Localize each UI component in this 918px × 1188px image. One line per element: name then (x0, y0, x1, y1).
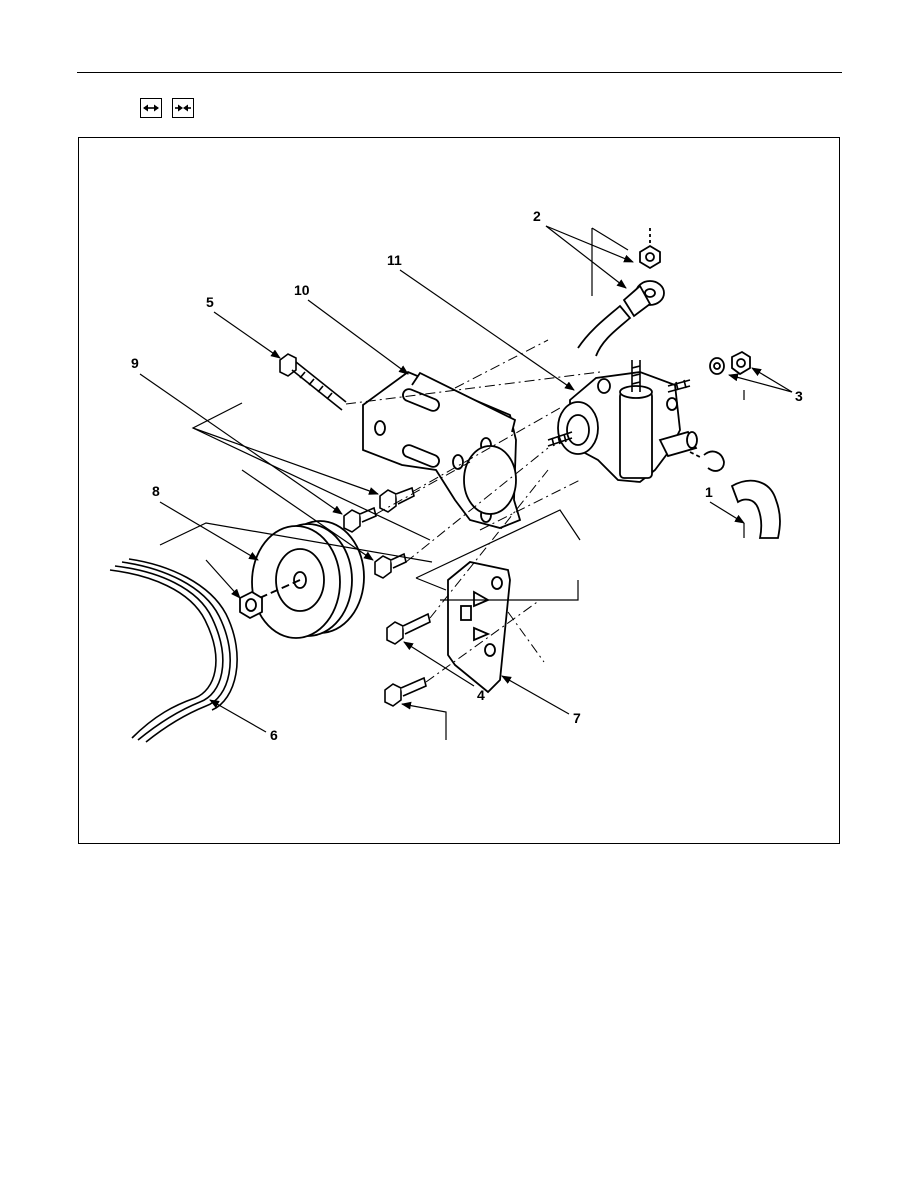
fitting-nut (639, 228, 661, 270)
pump-studs (547, 360, 691, 447)
plate-bolts (384, 612, 431, 707)
callout-9: 9 (131, 355, 379, 561)
callout-3: 3 (728, 367, 803, 404)
pump-support-plate (447, 561, 511, 694)
washer-and-nut (709, 350, 751, 376)
bracket-bolts (343, 486, 415, 579)
svg-text:10: 10 (294, 282, 310, 298)
pressure-hose (577, 280, 665, 357)
assemble-arrows-icon (172, 98, 194, 118)
long-bolt (279, 353, 347, 411)
svg-text:5: 5 (206, 294, 214, 310)
svg-text:4: 4 (477, 687, 485, 703)
callout-11: 11 (387, 252, 575, 391)
callout-8: 8 (152, 483, 259, 599)
svg-text:11: 11 (387, 252, 402, 268)
callout-10: 10 (294, 282, 409, 375)
svg-text:6: 6 (270, 727, 278, 743)
disassemble-arrows-icon (140, 98, 162, 118)
svg-text:1: 1 (705, 484, 713, 500)
callout-7: 7 (501, 675, 581, 726)
svg-text:3: 3 (795, 388, 803, 404)
callout-5: 5 (206, 294, 281, 359)
callout-4: 4 (401, 641, 485, 740)
svg-text:9: 9 (131, 355, 139, 371)
header-rule (77, 72, 842, 73)
power-steering-pump (557, 371, 698, 483)
svg-text:7: 7 (573, 710, 581, 726)
callout-6: 6 (209, 699, 278, 743)
callout-labels: 1 2 3 4 5 6 7 (131, 208, 803, 743)
svg-text:2: 2 (533, 208, 541, 224)
drive-belt (109, 558, 238, 743)
pulley (245, 520, 365, 639)
pulley-nut (239, 590, 263, 620)
callout-1: 1 (705, 484, 745, 538)
return-hose (689, 450, 781, 539)
diagram-frame (78, 137, 840, 844)
callout-2: 2 (533, 208, 634, 289)
svg-text:8: 8 (152, 483, 160, 499)
mounting-bracket (362, 370, 522, 529)
